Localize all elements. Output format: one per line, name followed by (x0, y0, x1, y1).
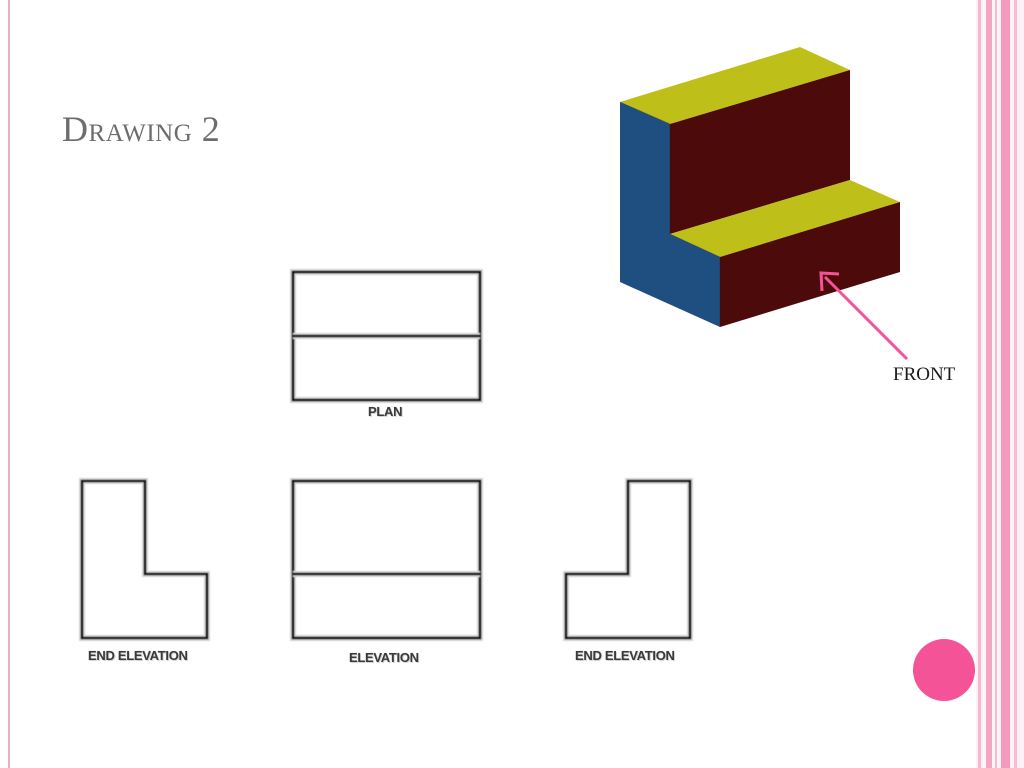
front-label: FRONT (893, 364, 956, 385)
pink-circle-decoration (913, 639, 975, 701)
top-face-step (670, 180, 900, 257)
end-elevation-left-view (79, 478, 210, 641)
end-elevation-right-label: END ELEVATION (575, 648, 675, 663)
elevation-view (290, 478, 483, 641)
isometric-block (619, 47, 900, 327)
end-elevation-right-view (563, 478, 693, 641)
end-elevation-left-label: END ELEVATION (88, 648, 188, 663)
front-face-lower (720, 202, 900, 327)
front-arrow (819, 271, 909, 361)
top-face-upper (620, 47, 850, 124)
slide-title: Drawing 2 (62, 109, 221, 149)
left-border-line (8, 0, 10, 768)
elevation-label: ELEVATION (349, 650, 419, 665)
right-decorative-stripes (976, 0, 1024, 768)
plan-label: PLAN (368, 404, 403, 419)
front-face-upper (670, 70, 850, 234)
plan-view (290, 269, 483, 403)
